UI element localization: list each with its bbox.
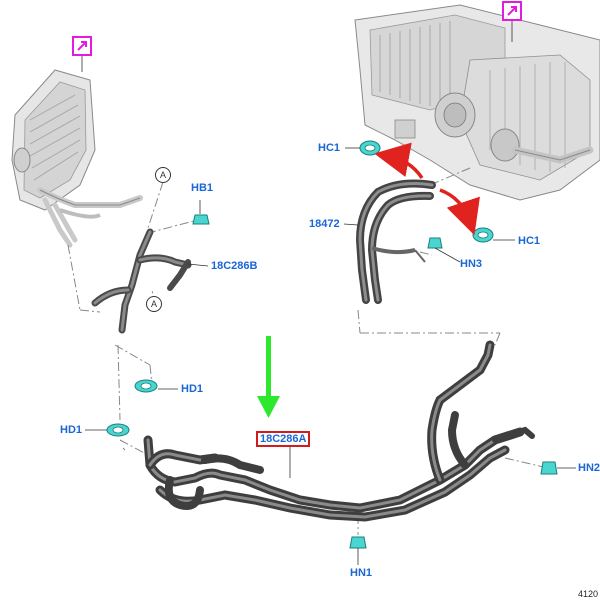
hose-18c286b (91, 228, 209, 334)
red-arrows (374, 142, 480, 236)
heater-core (11, 69, 143, 248)
figure-id: 4120 (578, 589, 599, 599)
callout-hn2: HN2 (578, 462, 600, 474)
callout-hn1: HN1 (350, 567, 373, 579)
expand-view-icon[interactable] (72, 36, 92, 56)
hose-18c286a (143, 340, 535, 522)
clamp-hn3 (427, 237, 461, 263)
clamp-hn2 (540, 461, 576, 475)
connector-a-upper: A (155, 167, 171, 183)
clamp-hd1-left (85, 423, 130, 437)
callout-18472: 18472 (309, 218, 340, 230)
clamp-hn1 (349, 536, 367, 565)
callout-hc1-right: HC1 (518, 235, 541, 247)
callout-hd1-left: HD1 (60, 424, 83, 436)
clamp-hc1-top (345, 140, 381, 156)
callout-hn3: HN3 (460, 258, 483, 270)
callout-18c286a: 18C286A (256, 431, 311, 447)
callout-18c286b: 18C286B (211, 260, 258, 272)
callout-hd1-upper: HD1 (181, 383, 204, 395)
green-arrow (257, 336, 280, 418)
hose-18472 (343, 179, 436, 304)
guide-lines (67, 167, 549, 535)
clamp-hc1-right (472, 227, 515, 243)
hvac-module (354, 4, 600, 201)
expand-view-icon[interactable] (502, 1, 522, 21)
clamp-hb1 (192, 200, 210, 225)
connector-a-lower: A (146, 296, 162, 312)
callout-hc1-top: HC1 (318, 142, 341, 154)
callout-hb1: HB1 (191, 182, 214, 194)
clamp-hd1-upper (134, 379, 178, 393)
